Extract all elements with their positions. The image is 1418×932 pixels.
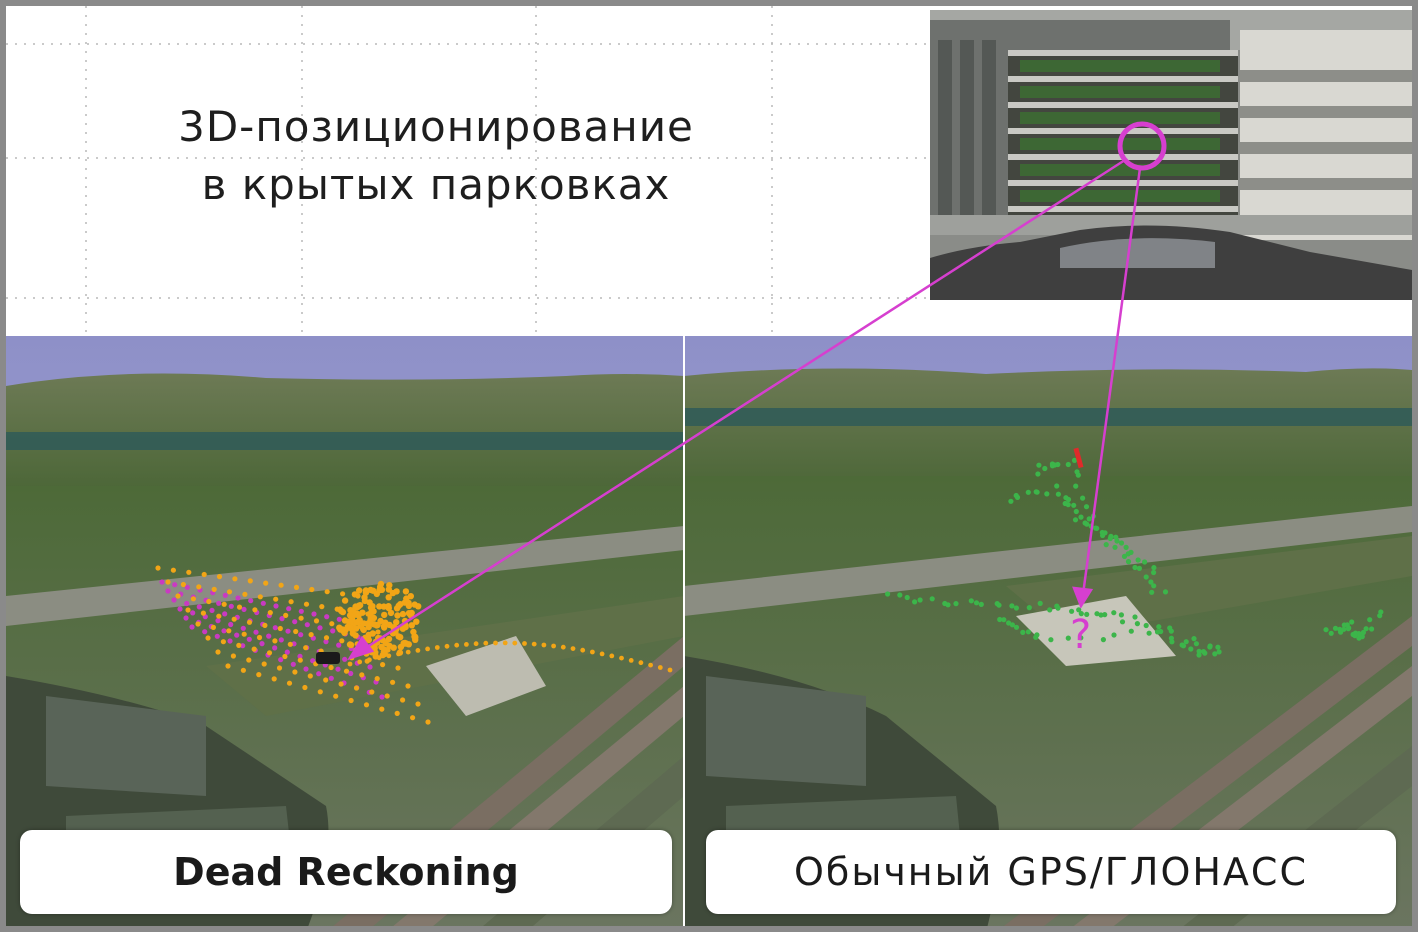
caption-dead-reckoning-text: Dead Reckoning	[173, 850, 519, 894]
slide-title: 3D-позиционирование в крытых парковках	[86, 98, 786, 214]
caption-gps-glonass-text: Обычный GPS/ГЛОНАСС	[793, 850, 1308, 894]
caption-gps-glonass: Обычный GPS/ГЛОНАСС	[706, 830, 1396, 914]
title-line-2: в крытых парковках	[201, 160, 671, 209]
title-line-1: 3D-позиционирование	[178, 102, 694, 151]
parking-garage-photo	[930, 10, 1412, 300]
caption-dead-reckoning: Dead Reckoning	[20, 830, 672, 914]
